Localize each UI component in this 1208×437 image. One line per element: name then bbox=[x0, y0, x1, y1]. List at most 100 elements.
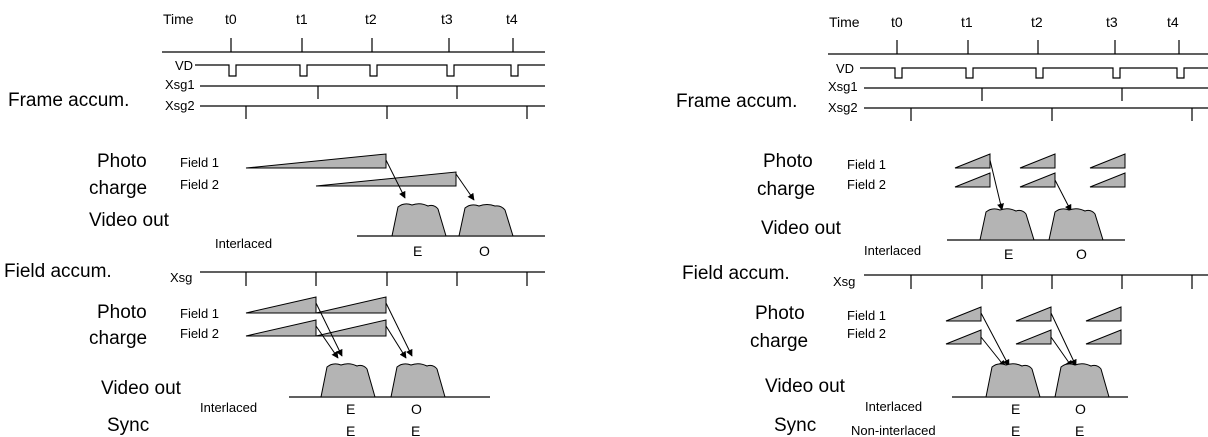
r-video-pulse-odd bbox=[1048, 208, 1104, 241]
right-panel: Time t0 t1 t2 t3 t4 VD Xsg1 Frame accum.… bbox=[676, 14, 1208, 437]
photo-label-r2: Photo bbox=[755, 303, 805, 324]
r-frame-arrow-1 bbox=[989, 159, 1004, 211]
r-f2-tri-1 bbox=[954, 172, 991, 188]
interlaced-label-r2: Interlaced bbox=[865, 399, 922, 414]
r2-sync-e-2: E bbox=[1075, 423, 1084, 437]
t1-label: t1 bbox=[296, 11, 308, 27]
field1-transfer-arrow bbox=[385, 159, 406, 199]
even-label: E bbox=[413, 243, 422, 259]
field1-charge-ramp bbox=[245, 153, 387, 169]
odd-label-2: O bbox=[411, 401, 422, 417]
r2-video-pulse-odd bbox=[1054, 363, 1110, 398]
t0-label: t0 bbox=[225, 11, 237, 27]
video-out-label: Video out bbox=[89, 210, 170, 231]
field1-label-r: Field 1 bbox=[847, 157, 886, 172]
field1-label-r2: Field 1 bbox=[847, 308, 886, 323]
odd-label: O bbox=[479, 243, 490, 259]
charge-label: charge bbox=[89, 178, 147, 199]
photo-label: Photo bbox=[97, 151, 147, 172]
xsg1-label: Xsg1 bbox=[165, 77, 195, 92]
r2-sync-e-1: E bbox=[1011, 423, 1020, 437]
r-f1-tri-3 bbox=[1089, 153, 1126, 169]
vd-label-r: VD bbox=[836, 61, 854, 76]
t1-label-r: t1 bbox=[961, 14, 973, 30]
vd-signal-r bbox=[860, 67, 1208, 79]
r2-f2-tri-1 bbox=[945, 329, 982, 345]
r2-even-label: E bbox=[1011, 401, 1020, 417]
r-even-label: E bbox=[1004, 246, 1013, 262]
r2-f1-tri-1 bbox=[945, 306, 982, 322]
r2-arrow-1 bbox=[980, 312, 1010, 367]
xsg1-label-r: Xsg1 bbox=[828, 79, 858, 94]
video-pulse-even bbox=[391, 203, 447, 237]
field-accum-label-r: Field accum. bbox=[682, 263, 790, 284]
r2-arrow-4 bbox=[1050, 336, 1073, 368]
t2-label-r: t2 bbox=[1031, 14, 1043, 30]
r2-f1-tri-3 bbox=[1085, 306, 1122, 322]
video-out-label-r: Video out bbox=[761, 218, 842, 239]
xsg-label-r: Xsg bbox=[833, 274, 855, 289]
charge-label-r2: charge bbox=[750, 331, 808, 352]
charge-label-2: charge bbox=[89, 328, 147, 349]
r2-f2-tri-3 bbox=[1085, 329, 1122, 345]
r-f2-tri-2 bbox=[1019, 172, 1056, 188]
sync-label-r: Sync bbox=[774, 415, 816, 436]
xsg2-label-r: Xsg2 bbox=[828, 100, 858, 115]
time-label: Time bbox=[163, 11, 194, 27]
time-label-r: Time bbox=[829, 14, 860, 30]
sync-e-label-1: E bbox=[346, 423, 355, 437]
left-panel: Time t0 t1 t2 t3 t4 VD Xsg1 Frame accum.… bbox=[4, 11, 545, 437]
t3-label-r: t3 bbox=[1106, 14, 1118, 30]
field2-charge-ramp bbox=[315, 171, 457, 187]
t2-label: t2 bbox=[365, 11, 377, 27]
field2-label-2: Field 2 bbox=[180, 326, 219, 341]
t0-label-r: t0 bbox=[891, 14, 903, 30]
field1-label-2: Field 1 bbox=[180, 306, 219, 321]
sync-e-label-2: E bbox=[411, 423, 420, 437]
charge-label-r: charge bbox=[757, 179, 815, 200]
frame-accum-label: Frame accum. bbox=[8, 90, 129, 111]
r2-f2-tri-2 bbox=[1015, 329, 1052, 345]
r-f1-tri-2 bbox=[1019, 153, 1056, 169]
t3-label: t3 bbox=[441, 11, 453, 27]
r-f1-tri-1 bbox=[954, 153, 991, 169]
r2-arrow-3 bbox=[1050, 312, 1077, 367]
xsg2-label: Xsg2 bbox=[165, 98, 195, 113]
field-arrow-1 bbox=[315, 302, 343, 357]
interlaced-label-r: Interlaced bbox=[864, 243, 921, 258]
r-f2-tri-3 bbox=[1089, 172, 1126, 188]
field1-label: Field 1 bbox=[180, 155, 219, 170]
r2-odd-label: O bbox=[1075, 401, 1086, 417]
r2-f1-tri-2 bbox=[1015, 306, 1052, 322]
field2-ramp-a bbox=[245, 319, 317, 337]
r-frame-arrow-2 bbox=[1054, 179, 1072, 212]
field-arrow-3 bbox=[385, 302, 413, 357]
field-accum-label: Field accum. bbox=[4, 261, 112, 282]
video-pulse-even-2 bbox=[320, 363, 376, 398]
field-arrow-2 bbox=[315, 325, 339, 359]
t4-label-r: t4 bbox=[1167, 14, 1179, 30]
interlaced-label-2: Interlaced bbox=[200, 400, 257, 415]
field2-label: Field 2 bbox=[180, 177, 219, 192]
r2-arrow-2 bbox=[980, 336, 1006, 368]
non-interlaced-label: Non-interlaced bbox=[851, 423, 936, 437]
video-out-label-2: Video out bbox=[101, 378, 182, 399]
vd-label: VD bbox=[175, 58, 193, 73]
video-pulse-odd-2 bbox=[390, 363, 446, 398]
field2-transfer-arrow bbox=[455, 173, 475, 201]
r-odd-label: O bbox=[1076, 246, 1087, 262]
vd-signal bbox=[195, 64, 545, 77]
t4-label: t4 bbox=[506, 11, 518, 27]
field2-ramp-b bbox=[315, 319, 387, 337]
field-arrow-4 bbox=[385, 325, 407, 359]
video-pulse-odd bbox=[458, 204, 514, 237]
r-video-pulse-even bbox=[979, 208, 1035, 241]
photo-label-r: Photo bbox=[763, 151, 813, 172]
field2-label-r: Field 2 bbox=[847, 177, 886, 192]
video-out-label-r2: Video out bbox=[765, 376, 846, 397]
field1-ramp-a bbox=[245, 296, 317, 314]
r2-video-pulse-even bbox=[985, 363, 1041, 398]
frame-accum-label-r: Frame accum. bbox=[676, 91, 797, 112]
interlaced-label: Interlaced bbox=[215, 236, 272, 251]
